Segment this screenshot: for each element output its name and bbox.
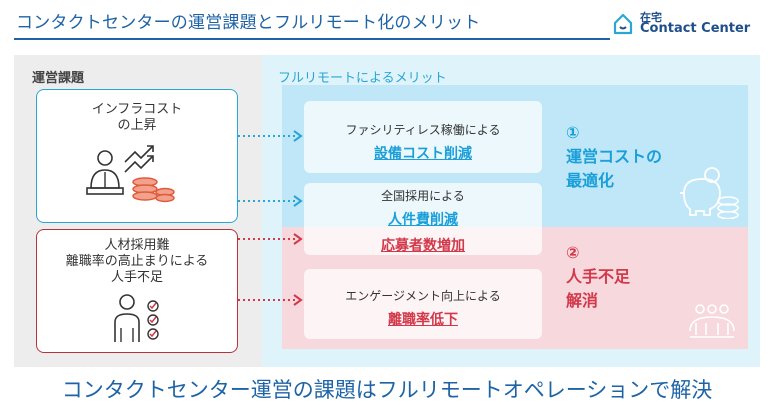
problems-header: 運営課題 (32, 71, 85, 86)
merit-main: 設備コスト削減 (374, 146, 472, 162)
problem-line: 人手不足 (110, 270, 163, 285)
outcome-number: ② (566, 243, 580, 262)
merit-main: 人件費削減 (388, 212, 458, 228)
arrow-right-icon (238, 130, 303, 142)
diagram: 運営課題 フルリモートによるメリット インフラコスト の上昇 人材採用難 離職率… (14, 55, 760, 367)
page-title: コンタクトセンターの運営課題とフルリモート化のメリット (16, 13, 481, 33)
logo: 在宅 Contact Center (612, 6, 762, 40)
person-checklist-icon (114, 294, 159, 342)
outcome-number: ① (566, 123, 580, 142)
merit-sub: 全国採用による (381, 189, 465, 203)
merit-main-2: 応募者数増加 (381, 238, 465, 254)
outcome-line: 人手不足 (566, 267, 631, 286)
problem-infra-cost: インフラコスト の上昇 (36, 89, 238, 223)
problem-line: インフラコスト (91, 102, 183, 117)
problem-line: 離職率の高止まりによる (65, 254, 209, 269)
merit-sub: エンゲージメント向上による (345, 289, 501, 303)
problem-line: 人材採用難 (104, 238, 170, 253)
title-divider (14, 38, 610, 40)
piggy-bank-icon (680, 167, 739, 219)
problem-staffing: 人材採用難 離職率の高止まりによる 人手不足 (36, 229, 238, 353)
logo-text-main: Contact Center (640, 21, 751, 36)
conclusion-text: コンタクトセンター運営の課題はフルリモートオペレーションで解決 (61, 378, 713, 402)
merit-sub: ファシリティレス稼働による (345, 123, 501, 137)
arrow-right-icon (238, 195, 303, 207)
house-chat-icon (613, 13, 633, 35)
outcome-line: 運営コストの (566, 147, 663, 166)
logo-text-top: 在宅 (640, 11, 662, 24)
problem-line: の上昇 (117, 118, 157, 133)
merits-header: フルリモートによるメリット (278, 71, 447, 86)
merit-facility-cost: ファシリティレス稼働による 設備コスト削減 (304, 101, 542, 173)
arrow-right-icon (238, 294, 303, 306)
outcome-line: 最適化 (566, 171, 615, 190)
merit-engagement: エンゲージメント向上による 離職率低下 (304, 269, 542, 339)
outcome-line: 解消 (566, 291, 599, 310)
merit-main: 離職率低下 (388, 312, 458, 328)
arrow-right-icon (238, 233, 303, 245)
cost-rising-person-icon (86, 145, 175, 203)
team-people-icon (689, 304, 735, 338)
merit-national-hiring: 全国採用による 人件費削減 応募者数増加 (304, 183, 542, 255)
